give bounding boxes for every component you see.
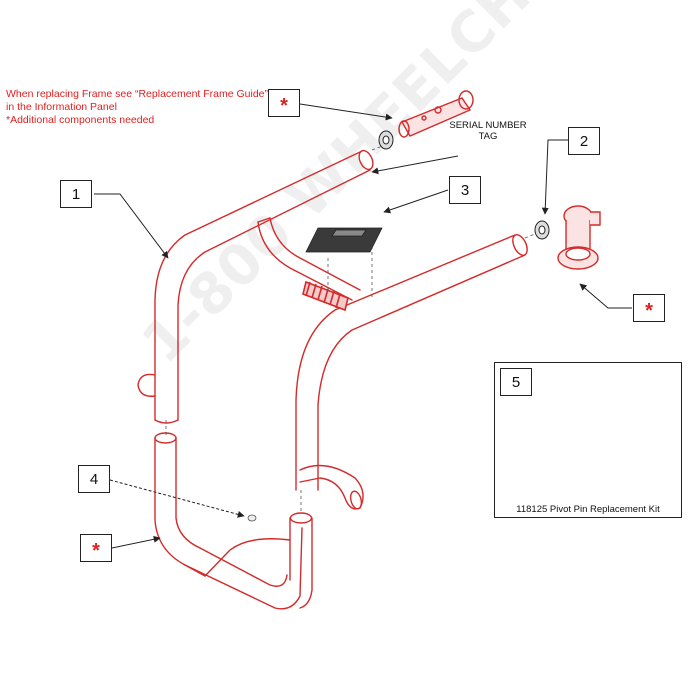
callout-4: 4 xyxy=(78,465,110,493)
note-replace-frame: When replacing Frame see “Replacement Fr… xyxy=(6,88,269,100)
leader-star-bottom xyxy=(111,535,161,549)
serial-number-label-line2: TAG xyxy=(478,131,498,142)
grip-ribbed-section xyxy=(302,280,349,312)
frame-cross-brace xyxy=(257,221,353,301)
part-4-screw xyxy=(247,514,257,522)
leader-serial-tag xyxy=(371,155,459,175)
upper-clamp-part xyxy=(398,90,474,138)
leader-4 xyxy=(109,479,245,518)
leader-star-right xyxy=(579,283,632,309)
frame-left-upper-tube xyxy=(154,151,361,421)
serial-number-label-line1: SERIAL NUMBER xyxy=(449,120,527,131)
callout-1: 1 xyxy=(60,180,92,208)
frame-right-upper-tube xyxy=(295,234,516,491)
inset-panel: 5 118125 Pivot Pin Replacement Kit xyxy=(494,362,682,518)
right-bushing xyxy=(534,220,550,240)
callout-2: 2 xyxy=(568,127,600,155)
serial-number-label: SERIAL NUMBER TAG xyxy=(438,120,538,142)
note-additional-components: *Additional components needed xyxy=(6,114,155,126)
inset-caption: 118125 Pivot Pin Replacement Kit xyxy=(516,504,660,515)
callout-3: 3 xyxy=(449,176,481,204)
leader-1 xyxy=(94,193,169,259)
part-2-clamp-assembly xyxy=(557,205,601,270)
note-information-panel: in the Information Panel xyxy=(6,101,117,113)
leader-3 xyxy=(383,189,449,214)
callout-star-right: * xyxy=(633,294,665,322)
frame-lower-tube xyxy=(154,437,206,577)
leader-star-top xyxy=(299,103,393,121)
upper-bushing xyxy=(378,130,394,150)
leader-2 xyxy=(541,139,570,215)
callout-5: 5 xyxy=(500,368,532,396)
callout-star-bottom: * xyxy=(80,534,112,562)
callout-star-top: * xyxy=(268,89,300,117)
serial-number-tag xyxy=(305,227,383,253)
